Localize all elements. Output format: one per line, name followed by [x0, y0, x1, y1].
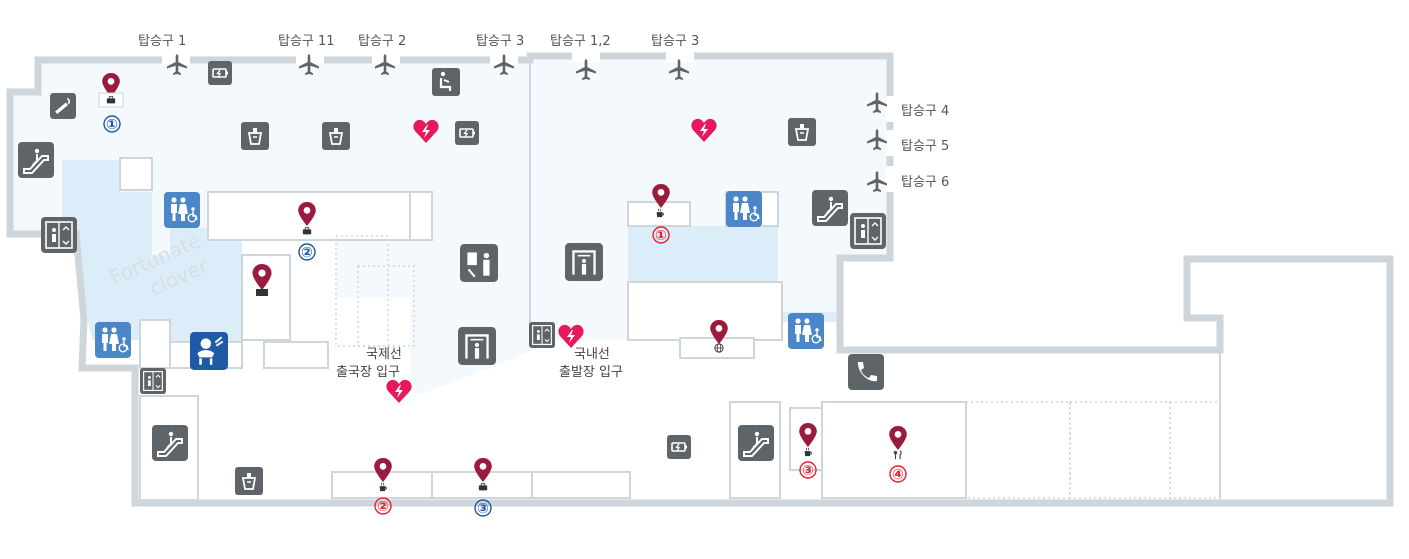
restaurant-number-4: ④ [892, 467, 904, 483]
escalator-icon[interactable] [812, 190, 848, 226]
room-h [627, 281, 783, 341]
room-a [119, 157, 153, 191]
restroom-icon[interactable] [164, 192, 200, 228]
booth-empty [531, 471, 631, 499]
terminal-outer-wall [6, 52, 1394, 507]
room-e [263, 341, 329, 369]
vending-icon[interactable] [241, 122, 269, 150]
intl-departure-label-1: 국제선 [366, 347, 402, 362]
vacant-room-2 [1069, 401, 1171, 499]
gates-top: 탑승구 1 탑승구 11 탑승구 2 탑승구 3 탑승구 1,2 탑승구 3 [138, 34, 699, 80]
shop-number-3: ③ [477, 501, 489, 517]
security-gate-icon[interactable] [565, 243, 603, 281]
security-lane-1 [335, 235, 389, 347]
gate-label-3a: 탑승구 3 [476, 34, 524, 49]
elevator-icon[interactable] [529, 322, 555, 348]
restroom-icon[interactable] [788, 313, 824, 349]
room-g [139, 319, 171, 369]
restroom-icon[interactable] [726, 191, 762, 227]
pin-cafe-2[interactable]: ② [374, 458, 392, 515]
vacant-room-3 [1169, 401, 1221, 499]
vacant-room-1 [965, 401, 1071, 499]
gate-label-2: 탑승구 2 [358, 34, 406, 49]
escalator-icon[interactable] [738, 425, 774, 461]
pin-lounge[interactable] [252, 264, 272, 296]
aed-icon[interactable] [386, 379, 412, 403]
charging-icon[interactable] [208, 61, 232, 85]
dom-departure-label-1: 국내선 [574, 347, 610, 362]
pin-cafe-1[interactable]: ① [652, 184, 670, 244]
dom-departure-label-2: 출발장 입구 [559, 365, 623, 380]
immigration-icon[interactable] [460, 244, 498, 282]
intl-departure-label-2: 출국장 입구 [336, 365, 400, 380]
vending-icon[interactable] [788, 118, 816, 146]
gates-right: 탑승구 4 탑승구 5 탑승구 6 [867, 92, 949, 192]
shop-number-1: ① [106, 117, 118, 133]
gate-label-1: 탑승구 1 [138, 34, 186, 49]
escalator-icon[interactable] [18, 142, 54, 178]
nursery-icon[interactable] [190, 332, 228, 370]
security-gate-icon[interactable] [458, 327, 496, 365]
phone-icon[interactable] [848, 354, 884, 390]
lounge-zone-left [62, 160, 170, 340]
cafe-number-2: ② [377, 499, 389, 515]
cafe-booth-3 [789, 407, 823, 471]
gate-label-11: 탑승구 11 [278, 34, 335, 49]
pin-cafe-3[interactable]: ③ [799, 423, 817, 479]
location-pins: ① ② ③ ① [98, 73, 907, 517]
pin-restaurant-4[interactable]: ④ [889, 426, 907, 483]
elevator-icon[interactable] [140, 368, 166, 394]
room-c [409, 191, 433, 241]
charging-icon[interactable] [455, 121, 479, 145]
security-lane-2 [357, 265, 415, 347]
restroom-icon[interactable] [95, 322, 131, 358]
lounge-zone-mid [170, 228, 242, 345]
charging-icon[interactable] [667, 435, 691, 459]
escalator-icon[interactable] [152, 425, 188, 461]
pin-shop-1[interactable]: ① [98, 73, 124, 133]
gate-label-6: 탑승구 6 [901, 175, 949, 190]
gate-label-3b: 탑승구 3 [651, 34, 699, 49]
gate-label-1-2: 탑승구 1,2 [550, 34, 611, 49]
area-labels: 국제선 출국장 입구 국내선 출발장 입구 [336, 347, 623, 380]
gate-label-4: 탑승구 4 [901, 104, 949, 119]
elevator-icon[interactable] [850, 213, 886, 249]
shop-number-2: ② [301, 245, 313, 261]
smoking-icon[interactable] [50, 93, 76, 119]
gate-label-5: 탑승구 5 [901, 139, 949, 154]
seat-icon[interactable] [432, 68, 460, 96]
cafe-number-3: ③ [802, 463, 814, 479]
vending-icon[interactable] [322, 122, 350, 150]
pin-shop-2[interactable]: ② [298, 202, 316, 261]
pin-shop-3[interactable]: ③ [474, 458, 492, 517]
vending-icon[interactable] [235, 467, 263, 495]
cafe-number-1: ① [655, 228, 667, 244]
elevator-icon[interactable] [41, 217, 77, 253]
restaurant-room [821, 401, 967, 499]
